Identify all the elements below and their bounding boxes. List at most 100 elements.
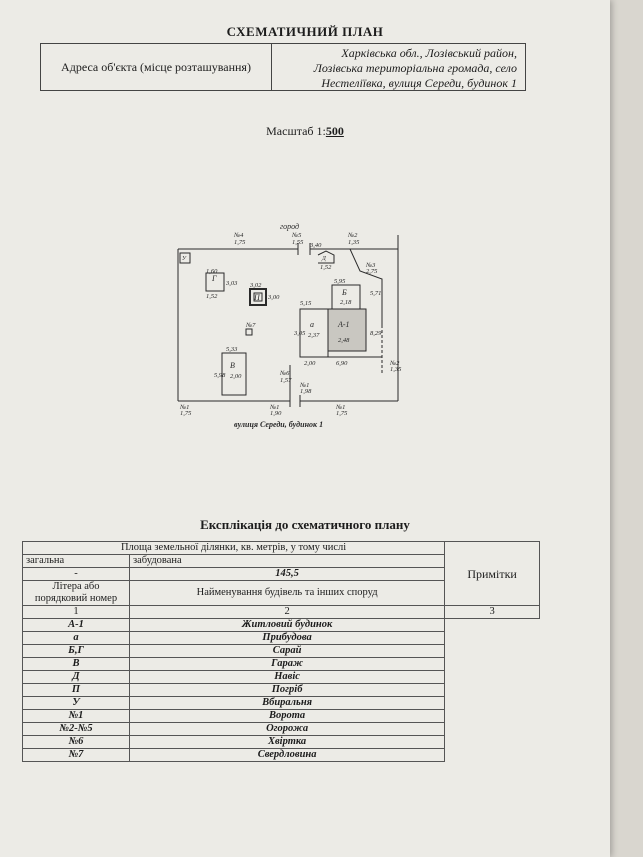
svg-text:1,75: 1,75: [234, 239, 246, 246]
row-letter: У: [22, 696, 130, 710]
svg-text:1,52: 1,52: [206, 293, 218, 300]
svg-text:3,03: 3,03: [225, 280, 238, 287]
svg-text:№1: №1: [335, 404, 345, 411]
svg-text:5,33: 5,33: [226, 346, 238, 353]
row-letter: №1: [22, 709, 130, 723]
row-letter: №2-№5: [22, 722, 130, 736]
svg-text:1,75: 1,75: [336, 410, 348, 417]
svg-text:2,00: 2,00: [304, 360, 316, 367]
building-p: [249, 288, 267, 306]
svg-text:5,95: 5,95: [334, 278, 346, 285]
label-b: Б: [341, 288, 347, 297]
svg-text:№1: №1: [299, 382, 309, 389]
row-letter: В: [22, 657, 130, 671]
built-value: 145,5: [128, 567, 446, 581]
built-label: забудована: [128, 554, 446, 568]
svg-text:3,02: 3,02: [249, 282, 262, 289]
plan-street-label: вулиця Середи, будинок 1: [234, 420, 323, 429]
svg-text:5,71: 5,71: [370, 290, 381, 297]
svg-text:2,18: 2,18: [340, 299, 352, 306]
row-letter: №6: [22, 735, 130, 749]
area-header: Площа земельної ділянки, кв. метрів, у т…: [21, 541, 446, 555]
label-a1: А-1: [337, 320, 350, 329]
row-name: Вбиральня: [128, 696, 446, 710]
svg-text:1,35: 1,35: [390, 366, 402, 373]
svg-text:6,90: 6,90: [336, 360, 348, 367]
svg-text:№5: №5: [291, 232, 302, 239]
label-d: Д: [321, 256, 327, 262]
row-name: Огорожа: [128, 722, 446, 736]
row-letter: Д: [22, 670, 130, 684]
total-value: -: [22, 567, 130, 581]
building-v: [221, 352, 247, 396]
svg-text:№2: №2: [347, 232, 358, 239]
row-letter: Б,Г: [22, 644, 130, 658]
well-icon: [245, 328, 253, 336]
address-line: Харківська обл., Лозівський район,: [341, 46, 517, 60]
row-letter: П: [22, 683, 130, 697]
explication-title: Експлікація до схематичного плану: [200, 517, 410, 532]
svg-text:№1: №1: [179, 404, 189, 411]
label-u: У: [182, 256, 187, 262]
row-name: Ворота: [128, 709, 446, 723]
row-name: Навіс: [128, 670, 446, 684]
svg-text:3,40: 3,40: [309, 242, 322, 249]
document-sheet: СХЕМАТИЧНИЙ ПЛАН Адреса об'єкта (місце р…: [0, 0, 610, 857]
col1-num: 1: [22, 605, 130, 619]
svg-text:№6: №6: [279, 370, 290, 377]
row-name: Свердловина: [128, 748, 446, 762]
label-v: В: [230, 361, 235, 370]
svg-text:№7: №7: [245, 322, 256, 329]
svg-text:1,57: 1,57: [280, 377, 292, 384]
svg-text:2,48: 2,48: [338, 337, 350, 344]
row-letter: а: [22, 631, 130, 645]
row-name: Сарай: [128, 644, 446, 658]
svg-text:1,52: 1,52: [320, 264, 332, 271]
row-name: Хвіртка: [128, 735, 446, 749]
building-g: [205, 272, 225, 292]
svg-text:1,35: 1,35: [348, 239, 360, 246]
address-label: Адреса об'єкта (місце розташування): [41, 44, 272, 90]
scale-prefix: Масштаб 1:: [266, 124, 326, 138]
address-line: Нестеліївка, вулиця Середи, будинок 1: [321, 76, 517, 90]
notes-header: Примітки: [444, 541, 540, 606]
col2-header: Найменування будівель та інших споруд: [128, 580, 446, 606]
label-p: П: [253, 293, 261, 302]
svg-text:1,55: 1,55: [292, 239, 304, 246]
total-label: загальна: [22, 554, 130, 568]
svg-text:2,75: 2,75: [366, 268, 378, 275]
building-a1: [327, 308, 367, 352]
svg-text:3,00: 3,00: [267, 294, 280, 301]
address-box: Адреса об'єкта (місце розташування) Харк…: [40, 43, 526, 91]
label-a: а: [310, 320, 314, 329]
address-value: Харківська обл., Лозівський район, Лозів…: [272, 44, 525, 90]
col2-num: 2: [128, 605, 446, 619]
svg-text:1,75: 1,75: [180, 410, 192, 417]
svg-text:8,29: 8,29: [370, 330, 382, 337]
svg-text:№4: №4: [233, 232, 244, 239]
col1-header: Літера або порядковий номер: [22, 580, 130, 606]
building-u: [179, 252, 191, 264]
row-letter: №7: [22, 748, 130, 762]
col3-num: 3: [444, 605, 540, 619]
row-letter: А-1: [22, 618, 130, 632]
scale-value: 500: [325, 124, 344, 138]
row-name: Прибудова: [128, 631, 446, 645]
svg-text:1,90: 1,90: [270, 410, 282, 417]
svg-text:№2: №2: [389, 360, 400, 367]
svg-text:1,60: 1,60: [206, 268, 218, 275]
document-title: СХЕМАТИЧНИЙ ПЛАН: [226, 24, 384, 39]
svg-text:5,15: 5,15: [300, 300, 312, 307]
scale-label: Масштаб 1:500: [0, 124, 610, 139]
svg-text:№3: №3: [365, 262, 376, 269]
